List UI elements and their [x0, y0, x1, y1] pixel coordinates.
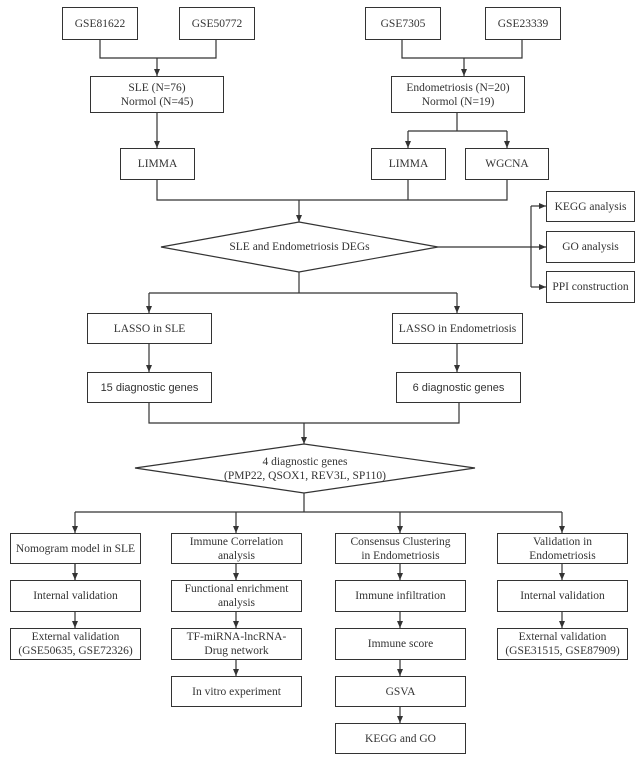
step-label: In vitro experiment — [192, 685, 281, 698]
analysis-label: GO analysis — [562, 241, 619, 253]
step-label: Functional enrichment analysis — [184, 583, 289, 609]
method-label: LIMMA — [137, 158, 178, 170]
step-label: TF-miRNA-lncRNA- Drug network — [186, 631, 287, 657]
immune-score: Immune score — [335, 628, 466, 660]
connector-endo-branch — [408, 113, 507, 132]
step-label: External validation (GSE50635, GSE72326) — [18, 631, 133, 657]
connector-branch-split — [75, 493, 562, 513]
dataset-label: GSE81622 — [74, 17, 126, 30]
analysis-label: PPI construction — [552, 281, 629, 293]
ppi-construction: PPI construction — [546, 271, 635, 303]
dataset-gse23339: GSE23339 — [485, 7, 561, 40]
step-label: Immune infiltration — [355, 590, 446, 602]
method-label: WGCNA — [485, 158, 529, 170]
step-label: KEGG and GO — [365, 732, 436, 745]
dataset-label: GSE7305 — [380, 17, 426, 30]
sle-cohort: SLE (N=76) Normol (N=45) — [90, 76, 224, 113]
step-label: GSVA — [385, 685, 416, 698]
endo-cohort: Endometriosis (N=20) Normol (N=19) — [391, 76, 525, 113]
dataset-label: GSE50772 — [191, 17, 243, 30]
functional-enrichment: Functional enrichment analysis — [171, 580, 302, 612]
endo-limma: LIMMA — [371, 148, 446, 180]
step-label: Internal validation — [520, 590, 605, 602]
connector-endo-merge — [401, 40, 523, 59]
sle-internal-validation: Internal validation — [10, 580, 141, 612]
dataset-label: GSE23339 — [497, 17, 549, 30]
endo-internal-validation: Internal validation — [497, 580, 628, 612]
kegg-analysis: KEGG analysis — [546, 191, 635, 222]
dataset-gse81622: GSE81622 — [62, 7, 138, 40]
degs-label: SLE and Endometriosis DEGs — [229, 241, 370, 253]
genes-label: 15 diagnostic genes — [100, 381, 199, 394]
endo-external-validation: External validation (GSE31515, GSE87909) — [497, 628, 628, 660]
lasso-label: LASSO in SLE — [113, 322, 186, 335]
connector-deg-merge — [156, 180, 508, 201]
cohort-label: SLE (N=76) Normol (N=45) — [120, 81, 194, 108]
step-label: Nomogram model in SLE — [15, 542, 136, 555]
nomogram-model: Nomogram model in SLE — [10, 533, 141, 564]
connector-lasso-split — [149, 272, 457, 294]
dataset-gse7305: GSE7305 — [365, 7, 441, 40]
kegg-and-go: KEGG and GO — [335, 723, 466, 754]
lasso-label: LASSO in Endometriosis — [398, 322, 517, 335]
in-vitro-experiment: In vitro experiment — [171, 676, 302, 707]
genes-label: 6 diagnostic genes — [412, 381, 505, 394]
step-label: Consensus Clustering in Endometriosis — [350, 535, 451, 562]
consensus-clustering: Consensus Clustering in Endometriosis — [335, 533, 466, 564]
step-label: Internal validation — [33, 590, 118, 602]
cohort-label: Endometriosis (N=20) Normol (N=19) — [406, 81, 510, 108]
gsva: GSVA — [335, 676, 466, 707]
sle-diagnostic-genes: 15 diagnostic genes — [87, 372, 212, 403]
step-label: External validation (GSE31515, GSE87909) — [505, 631, 620, 657]
analysis-label: KEGG analysis — [554, 200, 627, 213]
immune-correlation: Immune Correlation analysis — [171, 533, 302, 564]
regulatory-network: TF-miRNA-lncRNA- Drug network — [171, 628, 302, 660]
sle-limma: LIMMA — [120, 148, 195, 180]
step-label: Immune score — [367, 638, 434, 650]
hub-label: 4 diagnostic genes (PMP22, QSOX1, REV3L,… — [224, 456, 386, 482]
lasso-sle: LASSO in SLE — [87, 313, 212, 344]
step-label: Validation in Endometriosis — [529, 535, 596, 562]
connector-sle-merge — [99, 40, 217, 59]
dataset-gse50772: GSE50772 — [179, 7, 255, 40]
step-label: Immune Correlation analysis — [189, 535, 284, 562]
endo-diagnostic-genes: 6 diagnostic genes — [396, 372, 521, 403]
endo-wgcna: WGCNA — [465, 148, 549, 180]
method-label: LIMMA — [388, 158, 429, 170]
sle-external-validation: External validation (GSE50635, GSE72326) — [10, 628, 141, 660]
lasso-endo: LASSO in Endometriosis — [392, 313, 523, 344]
endo-validation: Validation in Endometriosis — [497, 533, 628, 564]
go-analysis: GO analysis — [546, 231, 635, 263]
immune-infiltration: Immune infiltration — [335, 580, 466, 612]
connector-genes-merge — [148, 403, 460, 424]
